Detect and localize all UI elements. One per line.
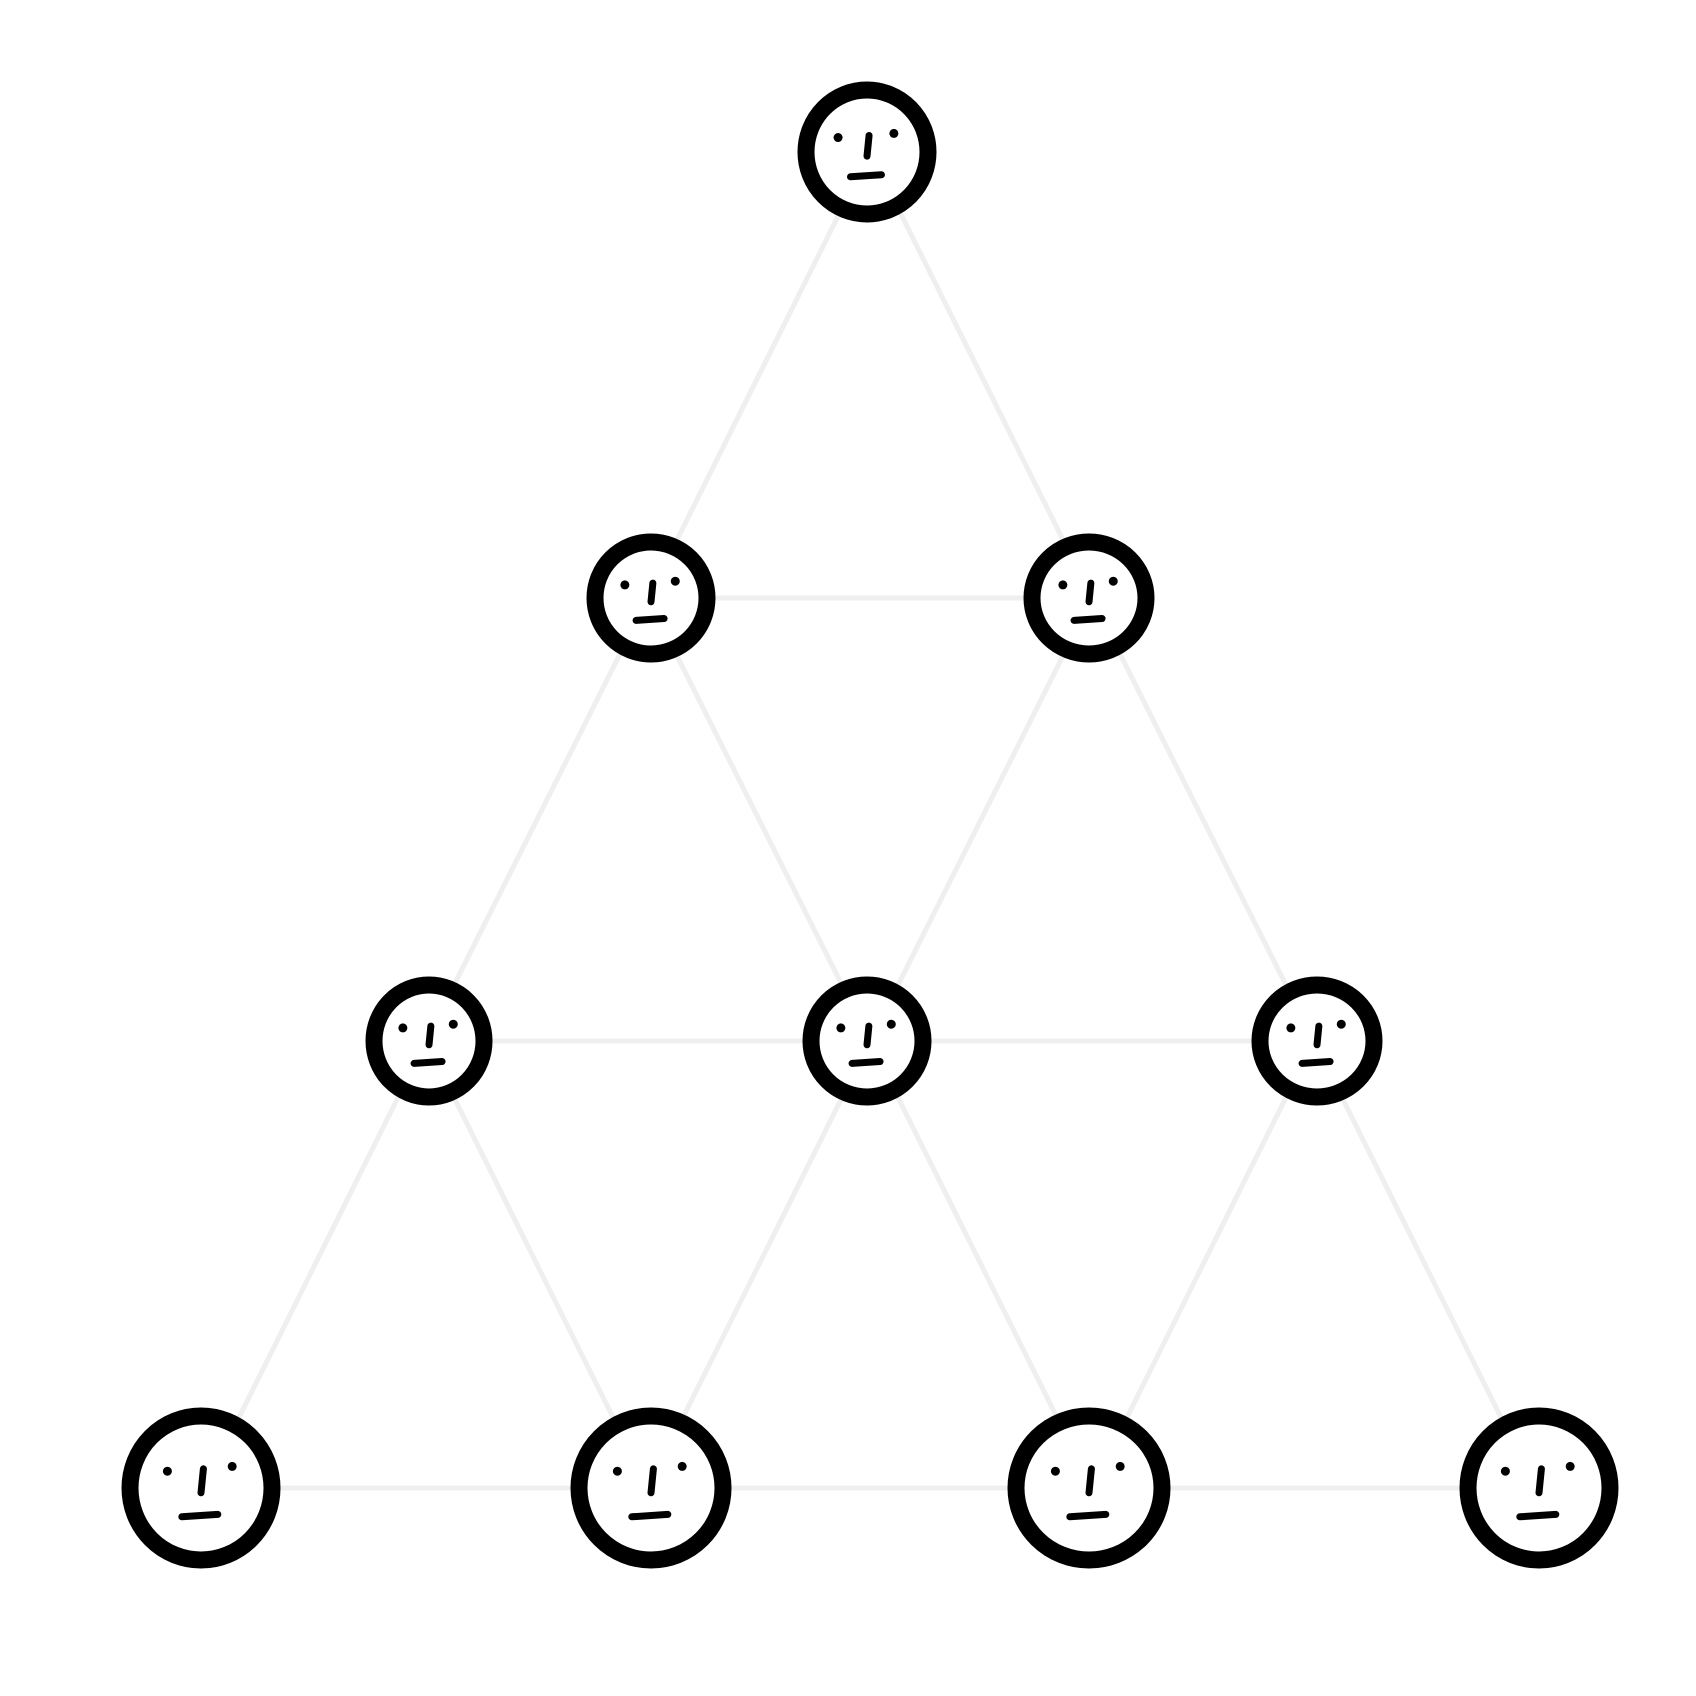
right-eye (677, 1461, 687, 1471)
nose (1085, 1465, 1095, 1497)
right-eye (1336, 1019, 1346, 1029)
nose (1535, 1465, 1545, 1497)
right-eye (1108, 576, 1118, 586)
left-eye (620, 580, 630, 590)
left-eye (398, 1023, 408, 1033)
edge-down-left (423, 595, 651, 1044)
network-nodes (121, 81, 1619, 1569)
face-node (121, 1407, 281, 1569)
right-eye (1565, 1461, 1575, 1471)
nose (863, 1022, 873, 1049)
nose (647, 1465, 657, 1497)
right-eye (670, 576, 680, 586)
edge-down-right (423, 1038, 651, 1491)
edge-down-left (1089, 1038, 1317, 1491)
right-eye (889, 128, 899, 138)
mouth (848, 1058, 884, 1067)
right-eye (886, 1019, 896, 1029)
mouth (846, 171, 885, 181)
face-node (586, 533, 716, 663)
mouth (628, 1510, 672, 1521)
right-eye (1115, 1461, 1125, 1471)
nose (1085, 579, 1095, 606)
mouth (632, 615, 668, 624)
face-node (1023, 533, 1155, 663)
face-node (802, 976, 932, 1106)
edge-down-left (645, 1038, 873, 1491)
edge-down-left (867, 595, 1095, 1044)
edge-down-right (1089, 595, 1317, 1044)
edge-down-right (1311, 1038, 1539, 1491)
edge-down-right (867, 149, 1095, 601)
nose (197, 1465, 207, 1497)
left-eye (1058, 580, 1068, 590)
mouth (1066, 1510, 1110, 1521)
mouth (410, 1058, 446, 1067)
mouth (178, 1510, 222, 1521)
face-node (570, 1407, 732, 1569)
left-eye (836, 1023, 846, 1033)
mouth (1516, 1510, 1560, 1521)
left-eye (1050, 1466, 1060, 1476)
nose (1313, 1022, 1323, 1049)
face-node (365, 976, 493, 1106)
right-eye (448, 1019, 458, 1029)
nose (425, 1022, 435, 1049)
left-eye (833, 133, 843, 143)
left-eye (1286, 1023, 1296, 1033)
left-eye (1500, 1466, 1510, 1476)
edge-down-right (645, 595, 873, 1044)
mouth (1070, 615, 1106, 624)
face-node (1251, 976, 1383, 1106)
edge-down-left (201, 1038, 429, 1491)
nose (647, 579, 657, 606)
edge-down-right (867, 1038, 1095, 1491)
face-node (1459, 1407, 1619, 1569)
right-eye (227, 1461, 237, 1471)
edge-down-left (645, 149, 873, 601)
face-node (797, 81, 937, 223)
left-eye (162, 1466, 172, 1476)
network-edges (201, 149, 1539, 1491)
mouth (1298, 1058, 1334, 1067)
left-eye (612, 1466, 622, 1476)
face-node (1007, 1407, 1171, 1569)
nose (863, 131, 873, 160)
